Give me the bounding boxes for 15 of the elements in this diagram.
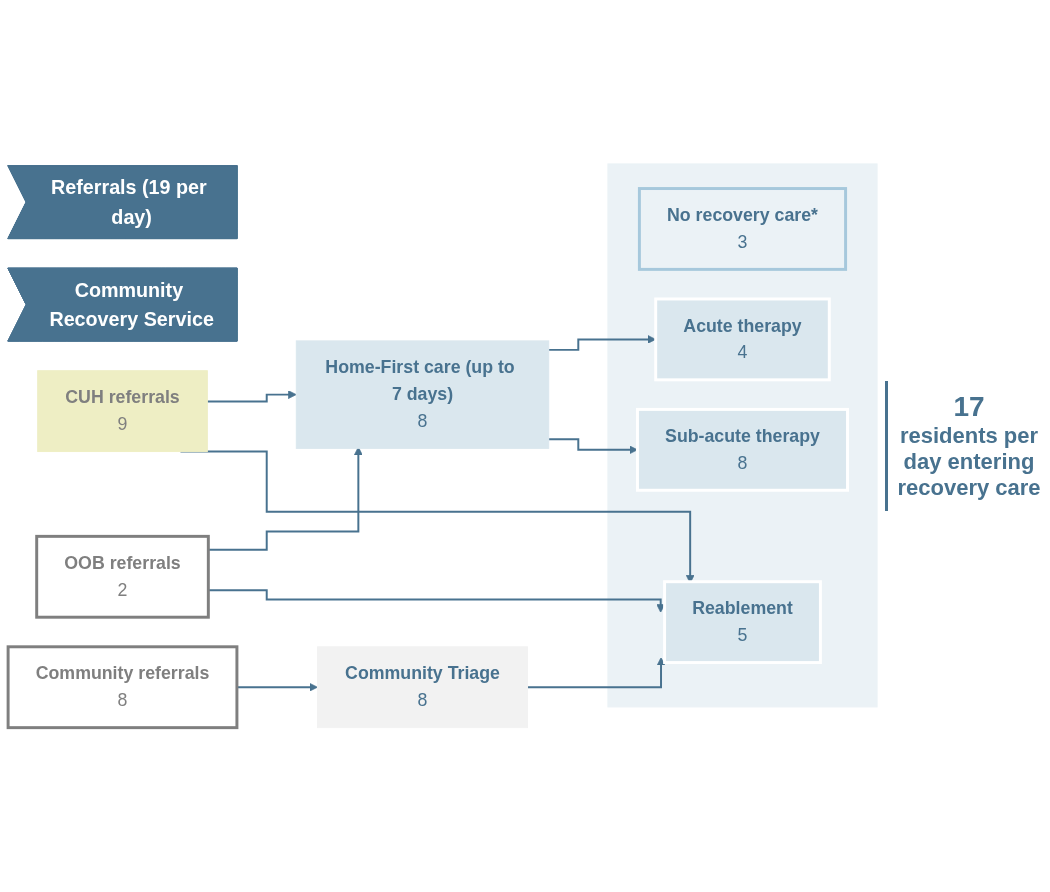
cluster [607,163,878,708]
arrow [206,390,297,403]
arrow [547,438,638,455]
count-label: 17 [953,391,985,423]
node-box: OOB referrals 2 [35,535,210,619]
node-box: Community referrals 8 [6,645,239,730]
node-box: CUH referrals 9 [37,370,208,453]
node-box: Reablement 5 [663,580,822,665]
bracket-note: residents per day entering recovery care [896,423,1042,501]
node-box: Acute therapy 4 [654,297,831,382]
node-box: Home-First care (up to 7 days) 8 [295,340,550,450]
arrow [526,657,666,689]
node-box: Sub-acute therapy 8 [636,408,849,492]
node-box: No recovery care* 3 [637,187,848,272]
node-box: Community Triage 8 [317,646,529,729]
